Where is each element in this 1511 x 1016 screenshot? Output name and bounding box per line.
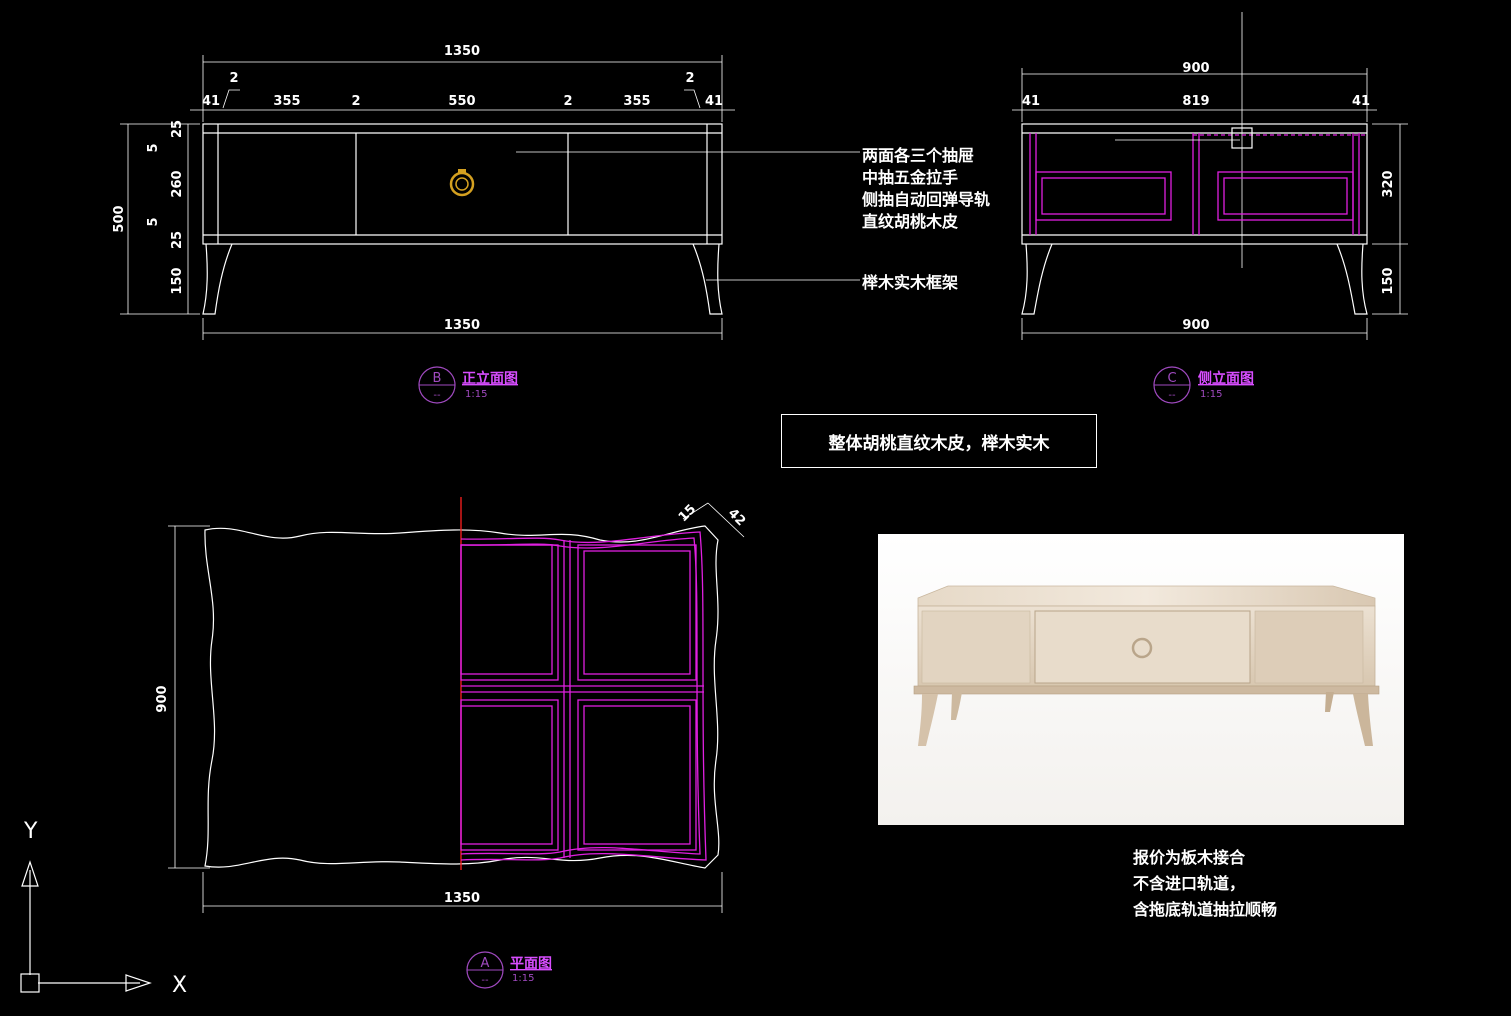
side-width-top: 900 — [1182, 61, 1209, 76]
plan-hidden-frames — [460, 531, 707, 861]
material-summary-box: 整体胡桃直纹木皮，榉木实木 — [781, 414, 1097, 468]
front-seg-1: 355 — [273, 94, 300, 109]
svg-text:A: A — [481, 956, 490, 971]
front-h-1: 5 — [146, 143, 161, 152]
front-leg-right — [692, 243, 723, 315]
plan-depth: 900 — [155, 685, 170, 712]
plan-view: 15 42 900 1350 A -- 平面图 1:15 — [155, 497, 748, 989]
front-seg-0: 41 — [202, 94, 220, 109]
side-view-label: C -- 侧立面图 1:15 — [1153, 366, 1254, 404]
front-width-bottom: 1350 — [444, 318, 480, 333]
side-leg-left — [1021, 243, 1053, 315]
side-seg-1: 819 — [1182, 94, 1209, 109]
product-render-image — [878, 534, 1404, 825]
side-seg-2: 41 — [1352, 94, 1370, 109]
front-h-0: 25 — [170, 120, 185, 138]
front-view-title: 正立面图 — [462, 370, 518, 387]
drawer-notes: 两面各三个抽屉 中抽五金拉手 侧抽自动回弹导轨 直纹胡桃木皮 榉木实木框架 — [862, 146, 990, 292]
svg-text:--: -- — [481, 975, 489, 986]
plan-top-outline — [204, 525, 720, 869]
svg-text:--: -- — [433, 390, 441, 401]
front-h-4: 25 — [170, 231, 185, 249]
front-seg-5: 355 — [623, 94, 650, 109]
price-note-1: 不含进口轨道， — [1133, 874, 1246, 893]
front-seg-2: 2 — [351, 94, 360, 109]
svg-text:1:15: 1:15 — [465, 389, 487, 400]
front-segment-dims: 41 355 2 550 2 355 41 — [202, 94, 723, 109]
coffee-table-render — [913, 585, 1380, 746]
svg-text:1:15: 1:15 — [1200, 389, 1222, 400]
plan-view-title: 平面图 — [510, 956, 552, 972]
front-seg-6: 41 — [705, 94, 723, 109]
front-h-2: 260 — [170, 170, 185, 197]
side-view-title: 侧立面图 — [1198, 370, 1254, 387]
side-seg-0: 41 — [1022, 94, 1040, 109]
front-elevation: 1350 2 2 41 355 2 550 2 355 41 — [112, 44, 860, 404]
side-hidden-drawers — [1029, 133, 1366, 235]
price-note-0: 报价为板木接合 — [1133, 848, 1246, 867]
front-h-5: 150 — [170, 267, 185, 294]
front-seg-4: 2 — [563, 94, 572, 109]
front-leg-left — [202, 243, 233, 315]
material-summary-text: 整体胡桃直纹木皮，榉木实木 — [828, 433, 1050, 454]
plan-width: 1350 — [444, 891, 480, 906]
frame-note: 榉木实木框架 — [862, 273, 958, 292]
drawer-note-2: 侧抽自动回弹导轨 — [862, 190, 990, 209]
side-leg-height: 150 — [1381, 267, 1396, 294]
plan-edge-dim-2: 42 — [725, 506, 748, 529]
svg-text:C: C — [1167, 371, 1176, 386]
ring-handle-icon — [449, 169, 475, 197]
side-handle-box — [1231, 127, 1253, 149]
ucs-x-label: X — [172, 973, 187, 998]
side-drawer-height: 320 — [1381, 170, 1396, 197]
price-notes: 报价为板木接合 不含进口轨道， 含拖底轨道抽拉顺畅 — [1133, 845, 1277, 923]
side-elevation: 900 41 819 41 — [1012, 12, 1408, 404]
plan-view-label: A -- 平面图 1:15 — [466, 951, 552, 989]
side-body-outline — [1021, 123, 1368, 245]
side-width-bottom: 900 — [1182, 318, 1209, 333]
plan-edge-dim-1: 15 — [676, 502, 699, 525]
front-view-label: B -- 正立面图 1:15 — [418, 366, 518, 404]
front-gap-left: 2 — [229, 71, 238, 86]
drawer-note-3: 直纹胡桃木皮 — [862, 212, 958, 231]
side-leg-right — [1336, 243, 1368, 315]
ucs-y-label: Y — [23, 819, 38, 844]
front-total-height: 500 — [112, 205, 127, 232]
ucs-axis-icon: Y X — [20, 819, 187, 998]
price-note-2: 含拖底轨道抽拉顺畅 — [1133, 900, 1278, 919]
front-h-3: 5 — [146, 217, 161, 226]
front-body-outline — [202, 123, 723, 245]
svg-text:B: B — [433, 371, 442, 386]
front-seg-3: 550 — [448, 94, 475, 109]
front-gap-right: 2 — [685, 71, 694, 86]
svg-text:1:15: 1:15 — [512, 973, 534, 984]
front-height-dims: 25 5 260 5 25 150 — [146, 120, 185, 295]
drawer-note-0: 两面各三个抽屉 — [862, 146, 974, 165]
drawer-note-1: 中抽五金拉手 — [862, 168, 958, 187]
front-width-top: 1350 — [444, 44, 480, 59]
svg-text:--: -- — [1168, 390, 1176, 401]
